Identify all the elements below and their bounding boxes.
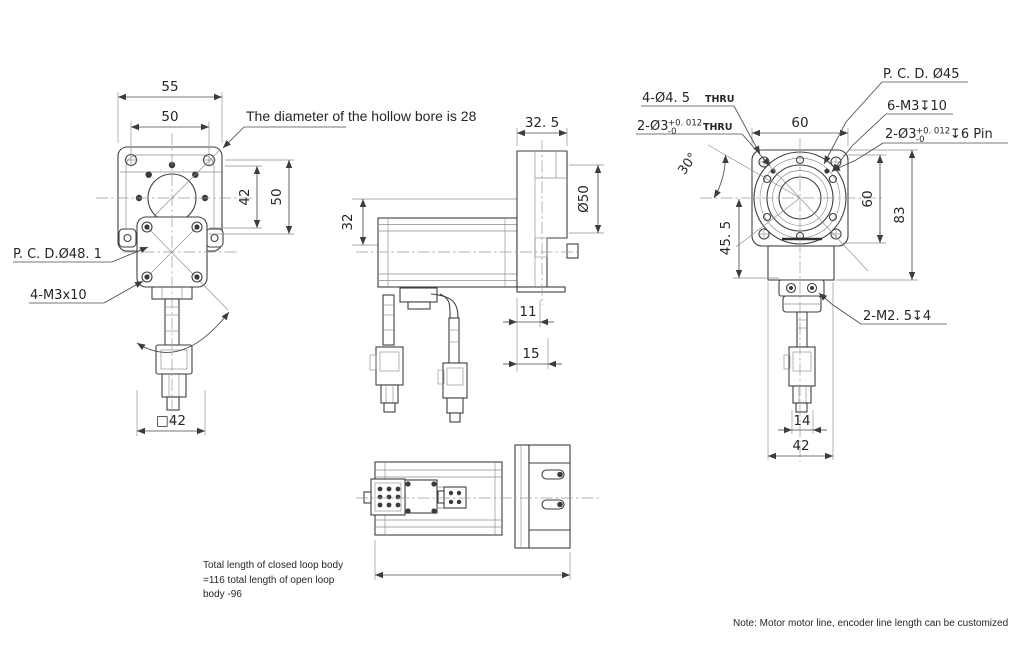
rear-dowel-pin-tol-lower: -0 bbox=[916, 135, 924, 145]
rear-tapped-holes-label: 6-M3↧10 bbox=[887, 99, 947, 114]
hollow-bore-note: The diameter of the hollow bore is 28 bbox=[246, 108, 477, 124]
rear-view-labels: 4-Ø4. 5 THRU 2-Ø3 +0. 012 -0 THRU P. C. … bbox=[636, 67, 1008, 325]
side-dim-32-5: 32. 5 bbox=[525, 115, 559, 131]
rear-bracket-screws-label: 2-M2. 5↧4 bbox=[863, 309, 931, 324]
front-screws-label: 4-M3x10 bbox=[30, 288, 87, 303]
front-dim-42: 42 bbox=[237, 188, 253, 205]
front-dim-50-side: 50 bbox=[269, 188, 285, 205]
front-view-dimensions: 55 50 42 50 □42 bbox=[117, 79, 294, 436]
rear-dowel-thru-suffix: THRU bbox=[703, 122, 732, 133]
rear-dim-83: 83 bbox=[892, 206, 908, 223]
rear-dowel-thru-tol-lower: -0 bbox=[668, 127, 676, 137]
side-dim-32: 32 bbox=[340, 213, 356, 230]
rear-dowel-pin-tol-upper: +0. 012 bbox=[916, 127, 950, 137]
front-dim-55: 55 bbox=[161, 79, 178, 95]
front-view-labels: P. C. D.Ø48. 1 4-M3x10 The diameter of t… bbox=[13, 108, 477, 304]
rear-dim-60-side: 60 bbox=[860, 190, 876, 207]
rear-dim-42: 42 bbox=[792, 438, 809, 454]
rear-corner-holes-suffix: THRU bbox=[705, 94, 734, 105]
total-length-note-line2: =116 total length of open loop bbox=[203, 575, 335, 586]
footer-note: Note: Motor motor line, encoder line len… bbox=[733, 618, 1008, 629]
rear-view: 60 60 83 45. 5 14 42 4-Ø4. 5 THRU 2-Ø3 bbox=[636, 67, 1008, 462]
notes: Total length of closed loop body =116 to… bbox=[203, 560, 1008, 629]
front-pcd-label: P. C. D.Ø48. 1 bbox=[13, 247, 102, 262]
total-length-note-line1: Total length of closed loop body bbox=[203, 560, 343, 571]
rear-view-dimensions: 60 60 83 45. 5 14 42 bbox=[718, 115, 918, 460]
rear-angle-label: 30° bbox=[675, 150, 701, 177]
side-view: 32. 5 Ø50 32 11 15 bbox=[340, 115, 604, 423]
front-view: 55 50 42 50 □42 P. C. D.Ø48. 1 4-M3x10 T… bbox=[13, 79, 477, 436]
rear-pcd-label: P. C. D. Ø45 bbox=[883, 67, 959, 82]
side-dim-11: 11 bbox=[519, 304, 536, 320]
bottom-view bbox=[356, 444, 600, 580]
rear-dowel-pin-suffix: ↧6 Pin bbox=[950, 127, 993, 142]
rear-dim-14: 14 bbox=[793, 413, 810, 429]
total-length-note-line3: body -96 bbox=[203, 589, 242, 600]
rear-corner-holes-label: 4-Ø4. 5 bbox=[642, 91, 690, 106]
front-dim-square42: □42 bbox=[156, 413, 186, 429]
side-view-dimensions: 32. 5 Ø50 32 11 15 bbox=[340, 115, 604, 372]
rear-dowel-thru-tol-upper: +0. 012 bbox=[668, 119, 702, 129]
rear-dowel-thru-label: 2-Ø3 bbox=[637, 119, 668, 134]
bottom-view-dimension bbox=[374, 540, 571, 580]
front-dim-50-top: 50 bbox=[161, 109, 178, 125]
rear-dowel-pin-label: 2-Ø3 bbox=[885, 127, 916, 142]
side-dim-dia50: Ø50 bbox=[576, 185, 592, 213]
rear-dim-45-5: 45. 5 bbox=[718, 221, 734, 255]
side-dim-15: 15 bbox=[522, 346, 539, 362]
rear-dim-60-top: 60 bbox=[791, 115, 808, 131]
